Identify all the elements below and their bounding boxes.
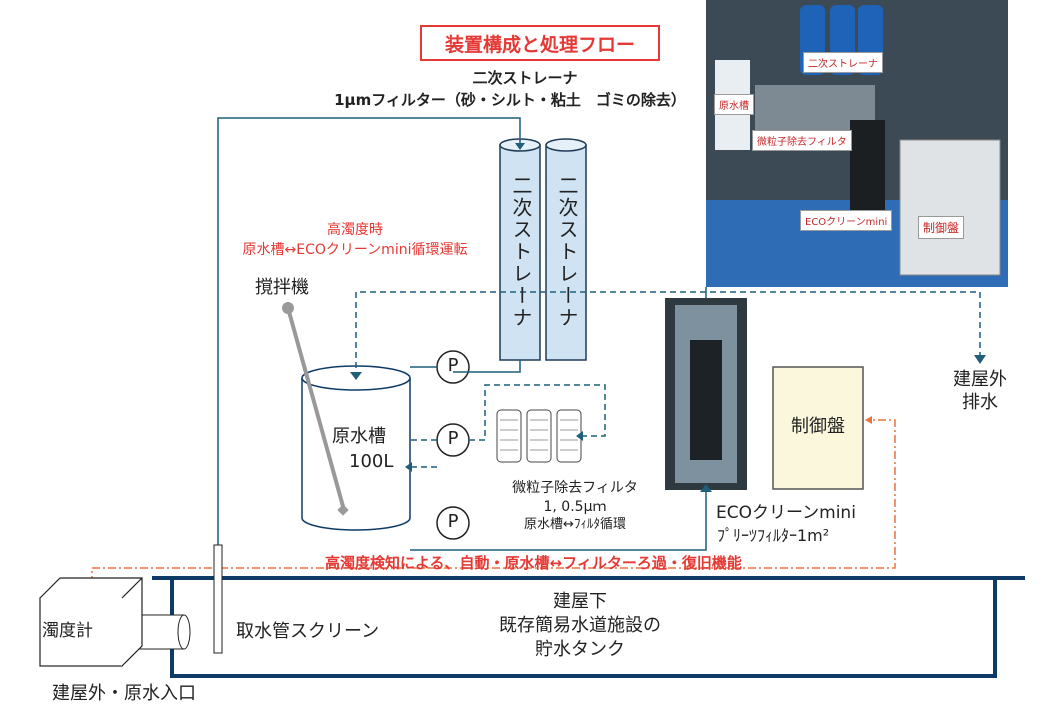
- pump-label-3: P: [447, 511, 459, 532]
- dashed-pipes: [355, 291, 981, 468]
- photo-label-fine-filter: 微粒子除去フィルタ: [752, 130, 852, 151]
- pipes: [217, 117, 707, 551]
- signal-line: [91, 419, 896, 632]
- pumps: [436, 350, 470, 540]
- fine-filter-label-line3: 原水槽↔ﾌｨﾙﾀ循環: [524, 517, 626, 532]
- strainer-tube-label-left: 二次ストレーナ: [509, 175, 533, 329]
- turbidity-meter-label: 濁度計: [42, 621, 93, 641]
- agitator: [282, 302, 349, 516]
- eco-clean-filter-label: ﾌﾟﾘｰﾂﾌｨﾙﾀｰ1m²: [717, 526, 830, 545]
- photo-label-strainer: 二次ストレーナ: [803, 52, 883, 73]
- pump-label-2: P: [447, 428, 459, 449]
- raw-tank-label: 原水槽: [332, 426, 386, 447]
- agitator-label: 撹拌機: [255, 277, 309, 298]
- diagram-title: 装置構成と処理フロー: [420, 25, 660, 61]
- secondary-strainer-tubes: [499, 138, 587, 361]
- underground-tank-line1: 建屋下: [553, 591, 607, 612]
- raw-tank-volume: 100L: [349, 451, 394, 472]
- outdoor-drain-line2: 排水: [962, 392, 998, 413]
- control-panel-label: 制御盤: [791, 416, 845, 437]
- control-panel-box: [772, 366, 864, 490]
- outdoor-drain-line1: 建屋外: [953, 369, 1007, 390]
- intake-screen-pipe: [213, 544, 223, 654]
- high-turbidity-note-line2: 原水槽↔ECOクリーンmini循環運転: [242, 242, 468, 258]
- raw-water-tank: [301, 365, 411, 531]
- photo-label-raw-tank: 原水槽: [714, 94, 754, 115]
- fine-filter-label-line2: 1, 0.5μｍ: [543, 499, 607, 515]
- eco-clean-mini-unit: [665, 298, 747, 490]
- underground-tank-line2: 既存簡易水道施設の: [499, 615, 661, 636]
- strainer-tube-label-right: 二次ストレーナ: [555, 175, 579, 329]
- auto-function-label: 高濁度検知による、自動・原水槽↔フィルターろ過・復旧機能: [325, 554, 742, 572]
- inlet-label: 建屋外・原水入口: [52, 683, 196, 704]
- fine-particle-filters: [496, 409, 582, 463]
- intake-screen-label: 取水管スクリーン: [236, 621, 380, 642]
- eco-clean-label: ECOクリーンmini: [716, 503, 856, 523]
- photo-label-eco: ECOクリーンmini: [800, 210, 893, 231]
- turbidity-meter-cube: [39, 577, 143, 667]
- fine-filter-label-line1: 微粒子除去フィルタ: [512, 480, 638, 496]
- high-turbidity-note-line1: 高濁度時: [327, 222, 383, 238]
- pump-label-1: P: [447, 355, 459, 376]
- underground-tank-line3: 貯水タンク: [535, 639, 625, 660]
- strainer-header-line2: 1μmフィルター（砂・シルト・粘土 ゴミの除去）: [334, 91, 686, 109]
- photo-label-control: 制御盤: [918, 216, 965, 239]
- strainer-header-line1: 二次ストレーナ: [472, 69, 578, 87]
